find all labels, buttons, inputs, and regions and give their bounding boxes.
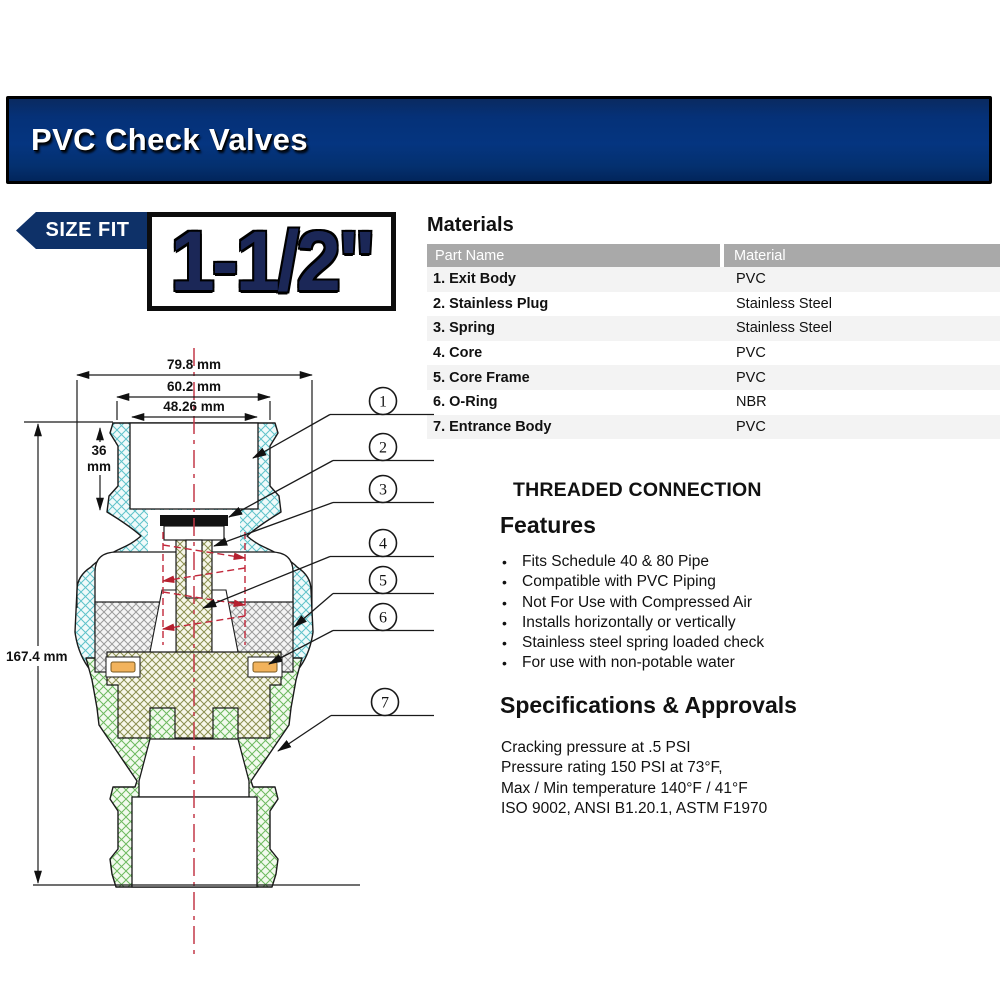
callout-1: 1 — [368, 386, 398, 416]
feature-item: For use with non-potable water — [499, 653, 919, 674]
material-value: Stainless Steel — [736, 320, 832, 337]
dim-overall-height-bg — [4, 646, 68, 666]
callout-1-number: 1 — [379, 394, 387, 411]
specifications-heading: Specifications & Approvals — [500, 692, 797, 718]
material-value: PVC — [736, 271, 766, 288]
callout-4-number: 4 — [379, 536, 387, 553]
callout-4: 4 — [368, 528, 398, 558]
dim-overall-width: 79.8 mm — [167, 357, 221, 372]
o-ring-right — [252, 661, 278, 673]
feature-item: Compatible with PVC Piping — [499, 572, 919, 593]
part-name: 6. O-Ring — [433, 394, 498, 411]
connection-type-heading: THREADED CONNECTION — [513, 479, 762, 501]
dim-socket-depth-unit: mm — [87, 459, 111, 474]
column-header-material: Material — [722, 244, 1000, 267]
dim-socket-depth-bg — [84, 442, 115, 475]
feature-item: Installs horizontally or vertically — [499, 613, 919, 634]
callout-2-number: 2 — [379, 440, 387, 457]
features-list: Fits Schedule 40 & 80 Pipe Compatible wi… — [499, 552, 919, 674]
table-row: 7. Entrance Body PVC — [427, 414, 1000, 440]
part-name: 3. Spring — [433, 320, 496, 337]
material-value: Stainless Steel — [736, 295, 832, 312]
dim-overall-height: 167.4 mm — [6, 649, 68, 664]
feature-item: Fits Schedule 40 & 80 Pipe — [499, 552, 919, 573]
material-value: PVC — [736, 418, 766, 435]
size-fit-label: SIZE FIT — [45, 219, 130, 241]
material-value: NBR — [736, 394, 767, 411]
callout-7: 7 — [370, 687, 400, 717]
dim-outer-width: 60.2 mm — [167, 379, 221, 394]
material-value: PVC — [736, 369, 766, 386]
materials-title: Materials — [427, 214, 514, 236]
part-name: 1. Exit Body — [433, 271, 516, 288]
feature-item: Stainless steel spring loaded check — [499, 633, 919, 654]
part-name: 7. Entrance Body — [433, 418, 552, 435]
size-fit-value: 1-1/2" — [170, 214, 375, 308]
column-header-part-name: Part Name — [427, 244, 724, 267]
callout-5: 5 — [368, 565, 398, 595]
spec-line: Pressure rating 150 PSI at 73°F, — [501, 759, 723, 777]
features-heading: Features — [500, 512, 596, 538]
callout-5-number: 5 — [379, 573, 387, 590]
part-name: 4. Core — [433, 345, 483, 362]
part-name: 2. Stainless Plug — [433, 295, 549, 312]
dim-socket-depth-value: 36 — [91, 443, 107, 458]
feature-item: Not For Use with Compressed Air — [499, 593, 919, 614]
size-fit-ribbon: SIZE FIT — [16, 212, 149, 249]
table-row: 6. O-Ring NBR — [427, 390, 1000, 415]
dim-bore-width: 48.26 mm — [163, 399, 225, 414]
materials-section: Materials Part Name Material 1. Exit Bod… — [427, 214, 1000, 440]
callout-7-number: 7 — [381, 695, 389, 712]
callout-bubbles: 1 2 3 4 5 6 7 — [368, 386, 400, 717]
header-banner: PVC Check Valves — [6, 96, 992, 184]
callout-3: 3 — [368, 474, 398, 504]
table-row: 4. Core PVC — [427, 341, 1000, 366]
part-name: 5. Core Frame — [433, 369, 530, 386]
spec-line: Cracking pressure at .5 PSI — [501, 739, 691, 756]
specifications-text: Cracking pressure at .5 PSI Pressure rat… — [501, 738, 767, 820]
callout-2: 2 — [368, 432, 398, 462]
table-row: 2. Stainless Plug Stainless Steel — [427, 292, 1000, 317]
page-title: PVC Check Valves — [31, 122, 308, 157]
table-row: 5. Core Frame PVC — [427, 365, 1000, 390]
dimension-lines — [24, 371, 360, 886]
callout-6: 6 — [368, 602, 398, 632]
table-row: 3. Spring Stainless Steel — [427, 316, 1000, 341]
o-ring-left — [110, 661, 136, 673]
materials-header-row: Part Name Material — [427, 244, 1000, 267]
table-row: 1. Exit Body PVC — [427, 267, 1000, 292]
material-value: PVC — [736, 345, 766, 362]
spring — [161, 532, 247, 645]
callout-3-number: 3 — [379, 482, 387, 499]
spec-line: ISO 9002, ANSI B1.20.1, ASTM F1970 — [501, 800, 768, 818]
valve-cross-section-diagram: 79.8 mm 60.2 mm 48.26 mm 36 mm 167.4 mm … — [4, 348, 434, 957]
spec-line: Max / Min temperature 140°F / 41°F — [501, 779, 748, 797]
size-fit-box: 1-1/2" — [147, 212, 396, 311]
callout-6-number: 6 — [379, 610, 387, 627]
